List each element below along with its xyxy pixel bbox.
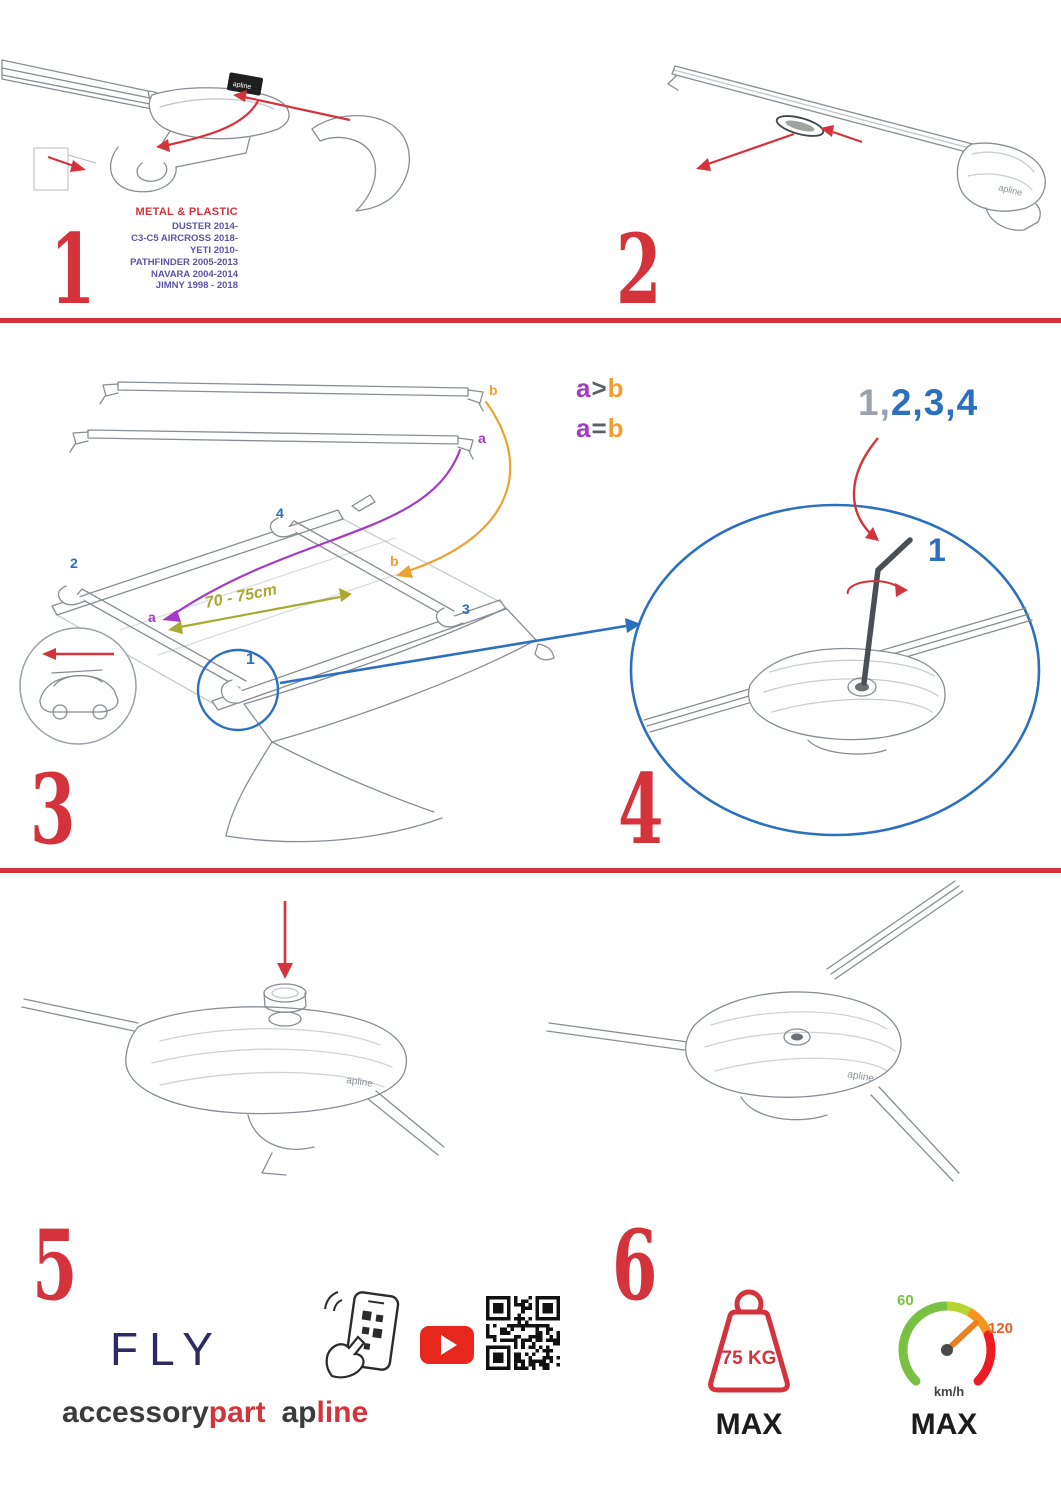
press-arrow [277, 901, 293, 979]
allen-key [861, 537, 913, 686]
bar-slot-opening [775, 115, 825, 137]
position-3-label: 3 [462, 601, 470, 617]
sequence-arrow [852, 437, 879, 541]
rule1-op: > [591, 373, 608, 403]
step-5-number: 5 [32, 1209, 77, 1322]
speed-low-label: 60 [897, 1292, 914, 1309]
foot-highlight-circle [196, 648, 280, 732]
rule1-b: b [607, 373, 625, 403]
speed-unit-label: km/h [933, 1384, 965, 1399]
loose-bar-b-label: b [489, 382, 498, 398]
roof-installation-drawing: b a 2 4 3 b a 1 70 - 75cm [19, 381, 641, 843]
distance-label: 70 - 75cm [204, 581, 279, 612]
vehicle-item: JIMNY 1998 - 2018 [155, 280, 238, 292]
car-direction-inset [19, 627, 137, 745]
insert-arrows [696, 125, 863, 171]
max-speed-icon [898, 1301, 996, 1386]
length-rules: a>b a=b [576, 368, 625, 449]
section-divider-top [0, 318, 1061, 323]
speed-high-label: 120 [988, 1320, 1014, 1337]
part-leader-box [33, 147, 97, 191]
sequence-first: 1, [858, 382, 891, 423]
speed-max-label: MAX [910, 1408, 978, 1441]
callout-1-label: 1 [928, 532, 946, 568]
brand-sub-part2: line [316, 1396, 369, 1429]
rule2-b: b [607, 413, 625, 444]
distance-arrow [168, 588, 352, 634]
position-2-label: 2 [70, 555, 78, 571]
step-3-number: 3 [30, 753, 75, 866]
foot-zoom-drawing [629, 437, 1041, 837]
max-weight-icon: 75 KG [708, 1289, 790, 1393]
phone-scan-icon [324, 1291, 400, 1379]
sequence-label: 1,2,3,4 [858, 382, 978, 424]
brand-sub-part1: ap [281, 1396, 317, 1429]
brand-model: FLY [110, 1323, 224, 1375]
vehicle-list: DUSTER 2014- C3-C5 AIRCROSS 2018- YETI 2… [80, 221, 238, 292]
rule-a-greater-b: a>b [576, 368, 625, 408]
position-4-label: 4 [276, 505, 284, 521]
hand-icon [325, 1335, 366, 1379]
zoom-circle [629, 503, 1041, 837]
rule-a-equals-b: a=b [576, 408, 625, 448]
brand-name-part1: accessory [62, 1396, 209, 1429]
rule1-a: a [576, 373, 592, 403]
fitment-block: METAL & PLASTIC DUSTER 2014- C3-C5 AIRCR… [80, 206, 238, 292]
vehicle-item: DUSTER 2014- [172, 221, 238, 232]
loose-bar-a-label: a [478, 430, 486, 446]
brand-name-part2: part [208, 1396, 266, 1429]
rule2-op: = [591, 413, 608, 444]
zoom-arrow [279, 624, 627, 685]
bar-logo-patch [227, 72, 263, 96]
vehicle-item: PATHFINDER 2005-2013 [130, 256, 238, 268]
weight-max-label: MAX [715, 1408, 783, 1441]
bar-logo-text: apline [846, 1069, 875, 1085]
bar-logo-text: apline [346, 1075, 374, 1090]
play-icon [441, 1335, 457, 1355]
bar-logo-text: apline [232, 81, 252, 91]
material-label: METAL & PLASTIC [135, 206, 238, 218]
youtube-icon [420, 1326, 474, 1364]
knob-tighten-drawing: apline [21, 901, 445, 1176]
section-divider-bottom [0, 868, 1061, 873]
roof-a-label: a [148, 609, 156, 625]
step-4-number: 4 [618, 753, 663, 866]
qr-code [486, 1296, 560, 1370]
crossbar-drawing: apline [667, 65, 1046, 231]
pairing-curves [172, 400, 512, 616]
vehicle-item: YETI 2010- [189, 244, 238, 256]
weight-value: 75 KG [722, 1348, 777, 1369]
assembly-arrows [47, 90, 351, 172]
position-1-label: 1 [246, 651, 255, 668]
step-6-number: 6 [612, 1209, 657, 1322]
mounted-foot-drawing: apline [546, 880, 964, 1182]
roof-b-label: b [390, 553, 399, 569]
sequence-rest: 2,3,4 [890, 382, 979, 423]
rotate-arrow [846, 580, 908, 597]
vehicle-item: C3-C5 AIRCROSS 2018- [131, 232, 238, 244]
step-1-number: 1 [50, 213, 95, 326]
vehicle-item: NAVARA 2004-2014 [151, 268, 238, 280]
step-2-number: 2 [616, 213, 661, 326]
clamp-exploded-drawing: apline [1, 59, 410, 212]
rule2-a: a [576, 413, 592, 444]
